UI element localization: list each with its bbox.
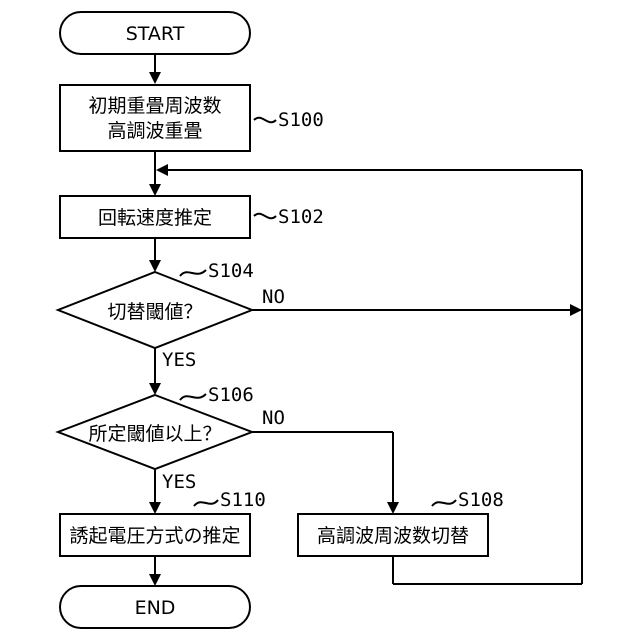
step-s102-id: S102 [278,206,324,228]
decision-s104-no-label: NO [262,286,285,308]
decision-s104-text: 切替閾値？ [107,301,202,323]
arrow-s110-end [149,556,161,586]
start-label: START [126,23,185,45]
step-s100-line1: 初期重畳周波数 [88,95,221,117]
decision-s106-yes-label: YES [162,471,196,493]
arrow-s106-s110 [149,469,161,514]
decision-s104-id: S104 [208,260,254,282]
step-s100: 初期重畳周波数 高調波重畳 S100 [60,85,324,151]
end-terminal: END [60,586,250,628]
arrow-s102-s104 [149,238,161,272]
step-s102: 回転速度推定 S102 [60,196,324,238]
start-terminal: START [60,12,250,54]
arrow-s104-s106 [149,348,161,395]
step-s108: 高調波周波数切替 S108 [298,489,504,556]
step-s108-id: S108 [458,489,504,511]
step-s108-text: 高調波周波数切替 [317,525,469,547]
decision-s106-text: 所定閾値以上？ [88,423,221,445]
step-s110: 誘起電圧方式の推定 S110 [60,489,266,556]
step-s110-id: S110 [220,489,266,511]
arrow-s106-s108 [252,432,399,514]
arrow-start-s100 [149,54,161,84]
step-s102-text: 回転速度推定 [98,207,212,229]
decision-s106-id: S106 [208,384,254,406]
arrow-s104-no [252,304,582,316]
decision-s104-yes-label: YES [162,349,196,371]
step-s110-text: 誘起電圧方式の推定 [69,525,240,547]
end-label: END [135,597,176,619]
decision-s106: 所定閾値以上？ S106 NO YES [58,384,285,493]
step-s100-id: S100 [278,109,324,131]
step-s100-line2: 高調波重畳 [107,120,202,142]
arrow-s100-s102 [149,151,161,196]
decision-s106-no-label: NO [262,407,285,429]
decision-s104: 切替閾値？ S104 NO YES [58,260,285,371]
